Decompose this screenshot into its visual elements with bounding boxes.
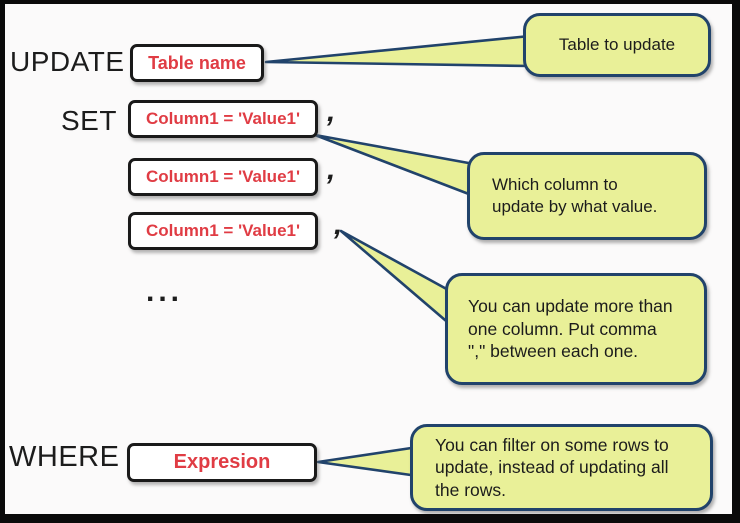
callout-table-to-update: Table to update — [523, 13, 711, 77]
callout-multiple-columns: You can update more than one column. Put… — [445, 273, 707, 385]
comma-1: , — [327, 95, 336, 128]
table-name-box: Table name — [130, 44, 264, 82]
connector-table-name — [264, 34, 532, 68]
comma-2: , — [327, 153, 336, 186]
keyword-update: UPDATE — [10, 46, 125, 77]
comma-3: , — [334, 208, 343, 241]
set-column-box-1: Column1 = 'Value1' — [128, 100, 318, 138]
connector-multi-column — [339, 229, 454, 328]
callout-where-filter: You can filter on some rows to update, i… — [410, 424, 713, 511]
expression-box: Expresion — [127, 443, 317, 482]
connector-set-item — [313, 133, 476, 198]
ellipsis-more-columns: ... — [146, 275, 184, 308]
connector-where — [316, 445, 420, 478]
keyword-set: SET — [61, 105, 117, 136]
keyword-where: WHERE — [9, 441, 120, 473]
callout-which-column: Which column to update by what value. — [467, 152, 707, 240]
set-column-box-2: Column1 = 'Value1' — [128, 158, 318, 196]
set-column-box-3: Column1 = 'Value1' — [128, 212, 318, 250]
